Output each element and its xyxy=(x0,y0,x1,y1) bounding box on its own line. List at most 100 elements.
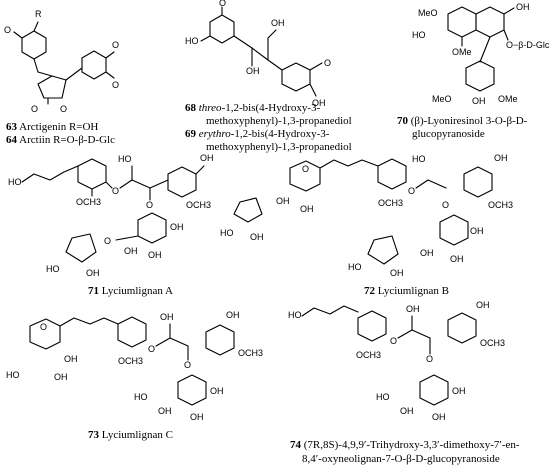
ho-label: HO xyxy=(118,154,132,164)
structure-71: HO O OCH3 HO O OH OCH3 OH OH OH O HO OH xyxy=(8,153,214,278)
oh-label: OH xyxy=(190,412,204,422)
apiose-ring xyxy=(65,233,97,263)
bond xyxy=(503,7,515,15)
bond xyxy=(105,51,115,59)
apiose-ring xyxy=(233,197,263,223)
oh-label: OH xyxy=(160,312,174,322)
ho-label: HO xyxy=(412,30,426,40)
o-label: O xyxy=(112,40,119,50)
bond xyxy=(397,329,413,339)
benzene-ring xyxy=(463,166,493,198)
o-label: O xyxy=(408,186,415,196)
oh-label: OH xyxy=(494,153,508,163)
ho-label: HO xyxy=(348,262,362,272)
o-label: O xyxy=(219,0,226,8)
caption-64: 64 Arctiin R=O-β-D-Glc xyxy=(6,134,115,146)
caption-63: 63 Arctigenin R=OH xyxy=(6,121,98,133)
r-label: R xyxy=(35,9,42,19)
glucose-ring xyxy=(29,318,61,350)
bond xyxy=(233,35,253,49)
caption-72: 72 Lyciumlignan B xyxy=(364,285,449,297)
o-label: O xyxy=(390,336,397,346)
oh-label: OH xyxy=(170,222,184,232)
caption-70: 70 (β)-Lyoniresinol 3-O-β-D- xyxy=(397,115,528,127)
bond xyxy=(119,179,133,189)
structure-68-69: O HO OH OH O OH xyxy=(185,0,331,108)
ho-label: HO xyxy=(185,36,199,46)
o-label: O xyxy=(148,344,155,354)
bond xyxy=(267,59,283,71)
caption-73: 73 Lyciumlignan C xyxy=(88,429,173,441)
caption-74-line2: 8,4′-oxyneolignan-7-O-β-D-glucopyranosid… xyxy=(302,453,500,465)
bond xyxy=(131,179,151,189)
benzene-ring xyxy=(281,62,311,92)
och3-label: OCH3 xyxy=(76,197,101,207)
benzene-ring xyxy=(81,50,107,80)
glucose-ring xyxy=(177,374,207,406)
oh-label: OH xyxy=(210,386,224,396)
oh-label: OH xyxy=(450,254,464,264)
oh-label: OH xyxy=(158,406,172,416)
ho-label: HO xyxy=(6,370,20,380)
bond xyxy=(251,47,269,61)
ring-o-label: O xyxy=(60,104,67,114)
caption-68-line2: methoxyphenyl)-1,3-propanediol xyxy=(206,115,352,127)
o-label: O xyxy=(112,186,119,196)
oh-label: OH xyxy=(420,248,434,258)
o-label: O xyxy=(104,236,111,246)
bond xyxy=(415,179,429,189)
benzene-ring xyxy=(465,60,495,92)
oh-label: OH xyxy=(276,196,290,206)
oh-label: OH xyxy=(312,98,326,108)
bond xyxy=(37,71,53,77)
bond xyxy=(200,35,211,42)
structure-70: MeO HO OH O−β-D-Glc OMe MeO OH OMe xyxy=(412,2,550,106)
lactone-ring xyxy=(37,75,67,99)
o-label: O xyxy=(324,58,331,68)
caption-70-line2: glucopyranoside xyxy=(412,128,485,140)
benzene-ring xyxy=(205,324,235,356)
oh-label: OH xyxy=(246,66,260,76)
oh-label: OH xyxy=(390,268,404,278)
oh-label: OH xyxy=(64,354,78,364)
oh-label: OH xyxy=(516,2,530,12)
caption-68: 68 threo-1,2-bis(4-Hydroxy-3- xyxy=(185,102,321,114)
bond xyxy=(169,337,189,347)
meo-label: MeO xyxy=(432,94,452,104)
propenyl-chain xyxy=(21,165,79,183)
o-label: O xyxy=(442,200,449,210)
o-label: O xyxy=(184,360,191,370)
benzene-ring xyxy=(21,30,47,60)
carbonyl-o-label: O xyxy=(31,104,38,114)
benzene-ring xyxy=(377,158,407,190)
oh-label: OH xyxy=(432,412,446,422)
benzene-ring xyxy=(117,316,147,348)
bond xyxy=(503,29,509,41)
o-label: O xyxy=(146,200,153,210)
structure-74: HO O OCH3 OH O OH OCH3 OH OH OH HO xyxy=(288,300,505,422)
benzene-ring xyxy=(77,158,107,190)
oh-label: OH xyxy=(54,372,68,382)
och3-label: OCH3 xyxy=(186,200,211,210)
bond xyxy=(33,21,39,32)
och3-label: OCH3 xyxy=(356,350,381,360)
glucose-ring xyxy=(419,374,449,406)
caption-71: 71 Lyciumlignan A xyxy=(88,285,173,297)
structure-72: O O OCH3 HO O OH OCH3 OH OH HO OH OH OH … xyxy=(220,153,513,278)
benzene-ring xyxy=(447,312,477,344)
ho-label: HO xyxy=(134,392,148,402)
oh-label: OH xyxy=(400,406,414,416)
bond xyxy=(13,31,23,39)
oh-label: OH xyxy=(470,226,484,236)
oh-label: OH xyxy=(472,96,486,106)
oh-label: OH xyxy=(476,300,490,310)
o-label: O xyxy=(4,25,11,35)
och3-label: OCH3 xyxy=(480,338,505,348)
propenyl-chain xyxy=(319,159,379,169)
oh-label: OH xyxy=(226,310,240,320)
oh-label: OH xyxy=(271,18,285,28)
oh-label: OH xyxy=(250,232,264,242)
bond xyxy=(309,62,323,71)
ho-label: HO xyxy=(220,228,234,238)
oh-label: OH xyxy=(148,250,162,260)
